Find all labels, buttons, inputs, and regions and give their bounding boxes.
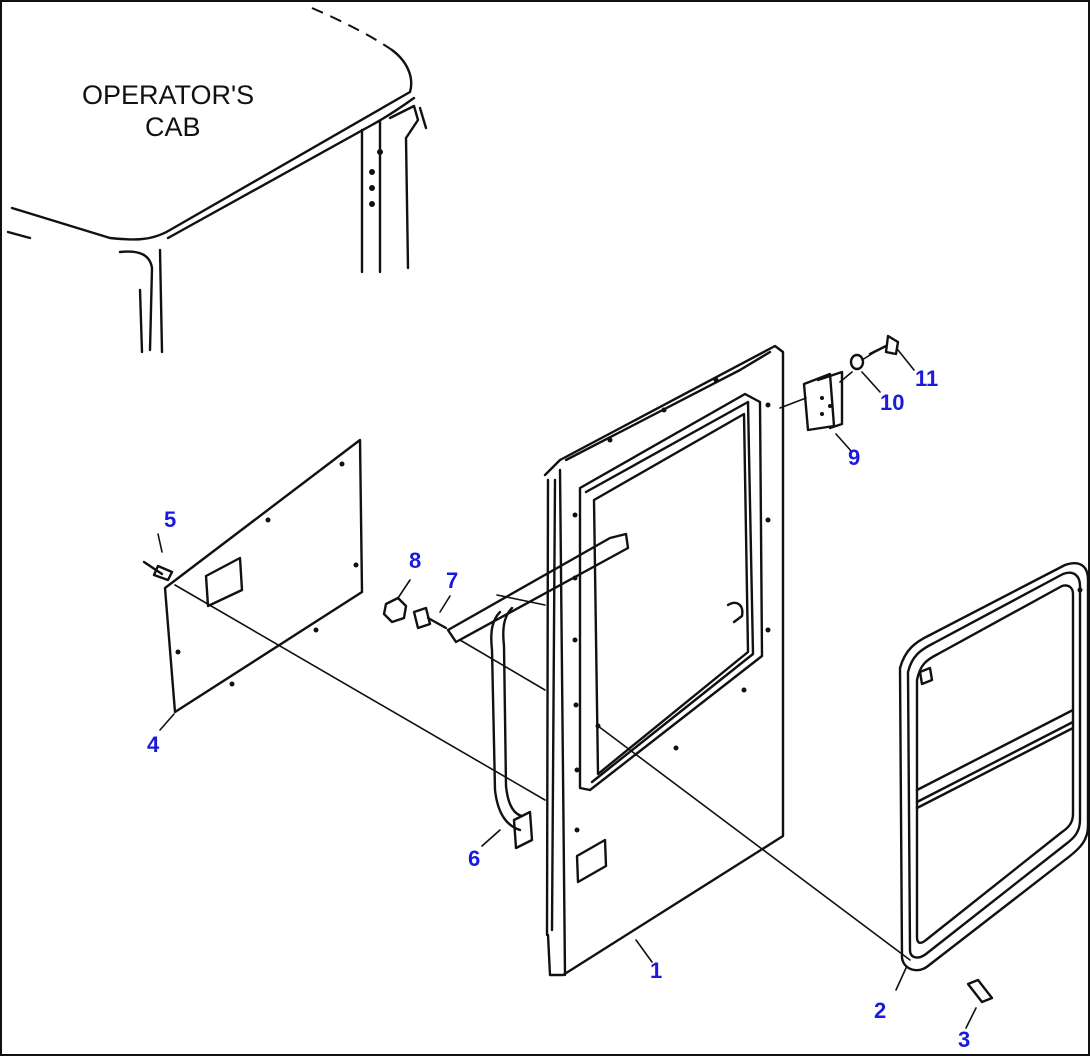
callout-3: 3 xyxy=(958,1027,970,1052)
nut-8 xyxy=(382,596,408,624)
window-frame xyxy=(898,562,1090,972)
handle-assembly xyxy=(446,532,630,850)
door xyxy=(543,344,785,977)
side-panel xyxy=(163,438,364,714)
callout-5: 5 xyxy=(164,507,176,532)
callout-4: 4 xyxy=(147,732,160,757)
bolt-5 xyxy=(142,560,174,582)
callout-8: 8 xyxy=(409,548,421,573)
operators-cab xyxy=(6,7,428,354)
callout-9: 9 xyxy=(848,445,860,470)
callout-2: 2 xyxy=(874,998,886,1023)
caption-line1: OPERATOR'S xyxy=(82,80,254,110)
hinge xyxy=(802,370,844,432)
washer xyxy=(849,353,865,371)
bolt-3 xyxy=(966,978,994,1004)
callout-6: 6 xyxy=(468,846,480,871)
guide-line xyxy=(597,725,911,961)
callout-7: 7 xyxy=(446,568,458,593)
callout-1: 1 xyxy=(650,958,662,983)
caption-line2: CAB xyxy=(145,112,201,142)
bolt-11 xyxy=(868,334,900,356)
bolt-7 xyxy=(412,606,448,630)
callout-10: 10 xyxy=(880,390,904,415)
callouts: 1 2 3 4 5 6 7 8 9 10 11 xyxy=(147,366,970,1052)
leader-lines xyxy=(157,349,977,1029)
guide-line xyxy=(459,639,546,691)
guide-line xyxy=(779,397,807,409)
guide-line xyxy=(174,584,546,801)
callout-11: 11 xyxy=(915,366,938,391)
